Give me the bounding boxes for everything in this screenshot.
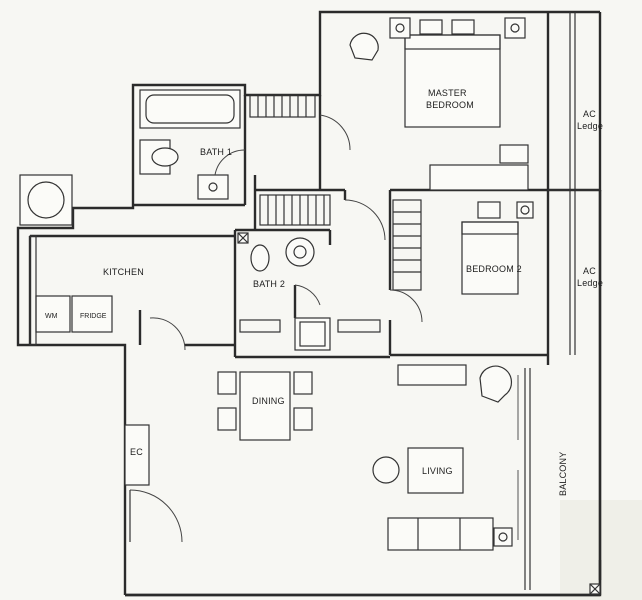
bath2-fixtures [237, 194, 386, 351]
room-labels: MASTER BEDROOM BATH 1 KITCHEN WM FRIDGE … [45, 88, 603, 496]
wardrobe-corridor [259, 194, 331, 226]
bedroom2-furniture [389, 199, 534, 386]
ec-and-entrance [124, 424, 183, 543]
label-bath2: BATH 2 [253, 279, 285, 289]
dining-furniture [217, 371, 313, 441]
label-ac-ledge-bottom-line1: AC [583, 266, 596, 276]
label-kitchen: KITCHEN [103, 267, 144, 277]
label-ac-ledge-top-line1: AC [583, 109, 596, 119]
label-bedroom2: BEDROOM 2 [466, 264, 522, 274]
bedroom2-wardrobe [392, 199, 422, 291]
label-bath1: BATH 1 [200, 147, 232, 157]
label-balcony: BALCONY [558, 452, 568, 496]
label-dining: DINING [252, 396, 285, 406]
master-bedroom-furniture [319, 17, 529, 191]
label-wm: WM [45, 313, 58, 320]
label-master-line1: MASTER [428, 88, 467, 98]
label-fridge: FRIDGE [80, 313, 107, 320]
label-master-line2: BEDROOM [426, 100, 474, 110]
bath1-fixtures [139, 89, 316, 200]
balcony-glazing [517, 375, 601, 595]
label-ac-ledge-top-line2: Ledge [577, 121, 603, 131]
label-living: LIVING [422, 466, 453, 476]
kitchen-fixtures [19, 174, 186, 351]
living-furniture [372, 365, 513, 551]
wardrobe-bath1-corridor [249, 94, 316, 118]
label-ac-ledge-bottom-line2: Ledge [577, 278, 603, 288]
label-ec: EC [130, 447, 143, 457]
